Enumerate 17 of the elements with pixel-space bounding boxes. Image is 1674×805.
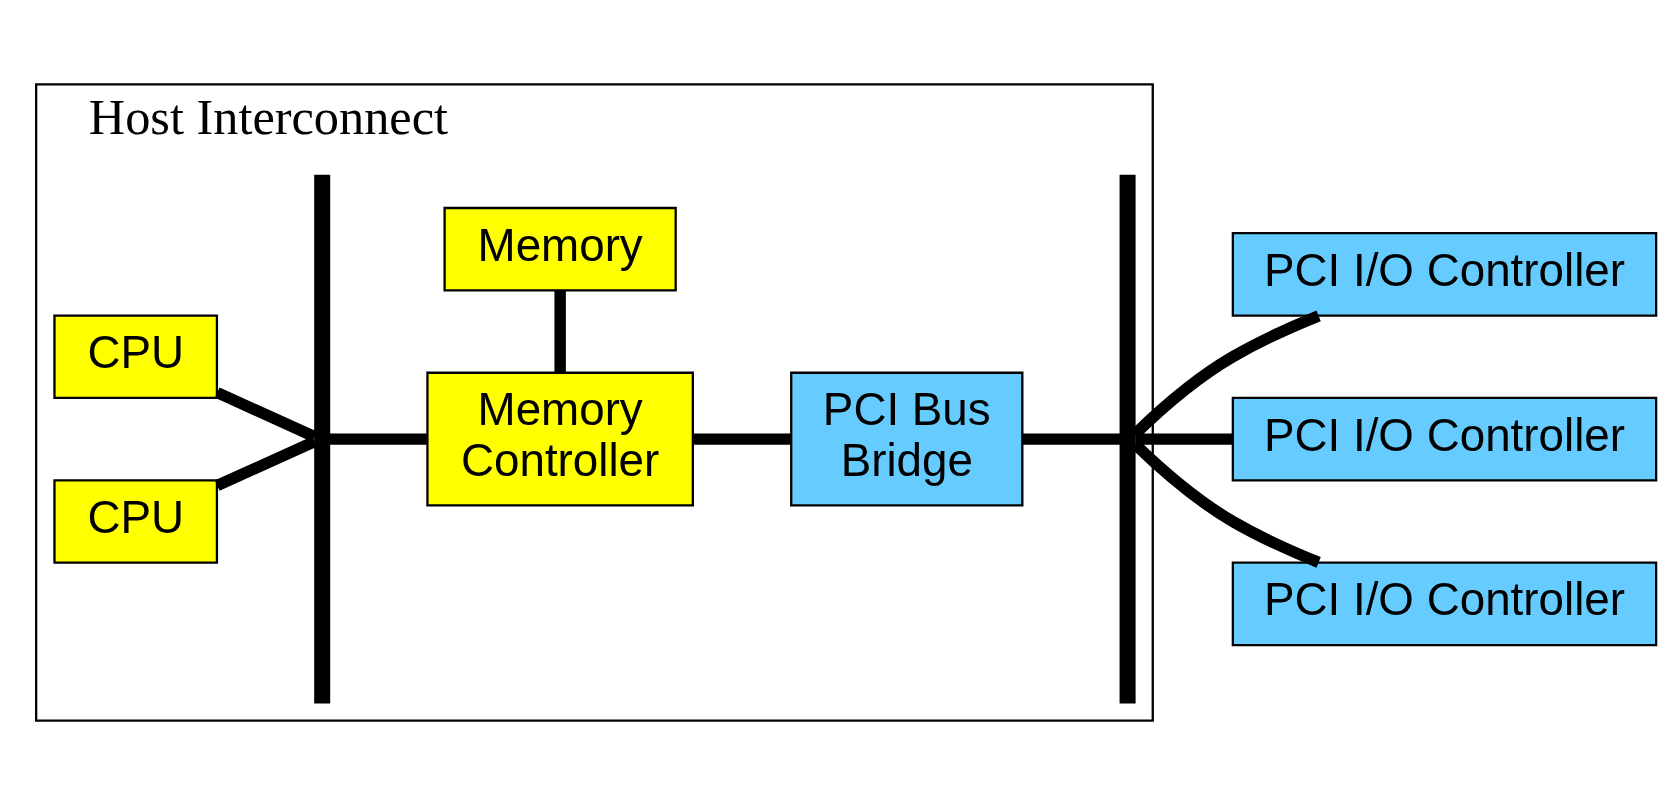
connector — [1022, 433, 1121, 445]
node-bar — [314, 174, 331, 704]
node-box: CPU — [53, 314, 219, 400]
connector — [329, 433, 427, 445]
node-box: Memory Controller — [426, 371, 694, 507]
node-box: PCI Bus Bridge — [790, 371, 1024, 507]
node-box: PCI I/O Controller — [1231, 232, 1658, 317]
connector — [693, 433, 791, 445]
node-box: PCI I/O Controller — [1231, 396, 1658, 482]
connector — [214, 387, 317, 442]
connector — [554, 290, 566, 373]
connector — [1135, 433, 1233, 445]
node-box: Memory — [443, 206, 677, 292]
node-box: PCI I/O Controller — [1231, 561, 1658, 647]
node-box: CPU — [53, 479, 219, 564]
connector — [214, 436, 317, 491]
node-bar — [1119, 174, 1136, 704]
